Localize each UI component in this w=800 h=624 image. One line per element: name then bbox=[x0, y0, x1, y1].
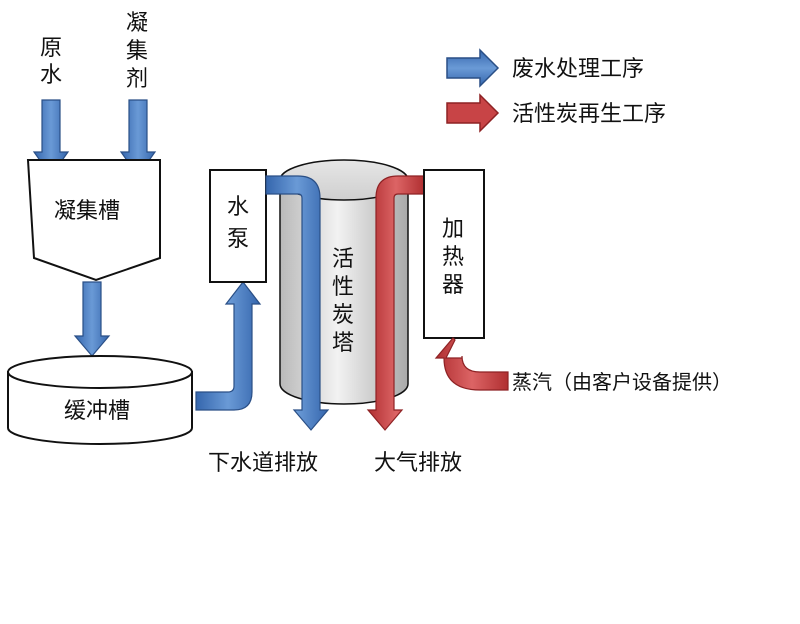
steam-pipe bbox=[434, 337, 509, 391]
steam-source-label: 蒸汽（由客户设备提供） bbox=[512, 370, 732, 394]
raw-water-label: 原 水 bbox=[40, 36, 62, 88]
svg-text:水: 水 bbox=[40, 63, 62, 88]
svg-text:凝: 凝 bbox=[126, 11, 148, 36]
legend-regeneration-label: 活性炭再生工序 bbox=[512, 102, 666, 127]
tower-label-4: 塔 bbox=[332, 331, 354, 356]
heater bbox=[423, 169, 485, 339]
legend: 废水处理工序 活性炭再生工序 bbox=[446, 48, 666, 133]
legend-blue-arrow-icon bbox=[446, 48, 500, 88]
water-pump bbox=[209, 169, 267, 283]
svg-text:集: 集 bbox=[126, 39, 148, 64]
svg-text:剂: 剂 bbox=[126, 67, 148, 92]
tower-label-2: 性 bbox=[332, 275, 354, 300]
buffer-to-pump-pipe bbox=[195, 281, 262, 411]
coagulant-label: 凝 集 剂 bbox=[126, 11, 148, 92]
atmosphere-outlet-label: 大气排放 bbox=[374, 451, 462, 476]
tower-label-3: 炭 bbox=[332, 303, 354, 328]
heater-label-3: 器 bbox=[442, 273, 464, 298]
pump-to-sewer-pipe bbox=[265, 175, 330, 431]
heater-label-2: 热 bbox=[442, 245, 464, 270]
legend-wastewater-label: 废水处理工序 bbox=[512, 57, 644, 82]
buffer-tank-label: 缓冲槽 bbox=[64, 399, 130, 424]
pump-label-2: 泵 bbox=[227, 227, 249, 252]
sewer-outlet-label: 下水道排放 bbox=[208, 451, 318, 476]
heater-to-atmosphere-pipe bbox=[366, 175, 425, 431]
svg-text:原: 原 bbox=[40, 36, 62, 61]
heater-label-1: 加 bbox=[442, 217, 464, 242]
coagulation-tank-label: 凝集槽 bbox=[54, 199, 120, 224]
tower-label-1: 活 bbox=[332, 247, 354, 272]
coag-to-buffer-arrow-icon bbox=[73, 281, 111, 357]
coagulation-tank bbox=[26, 159, 161, 282]
buffer-tank bbox=[7, 355, 193, 445]
pump-label-1: 水 bbox=[227, 195, 249, 220]
legend-red-arrow-icon bbox=[446, 93, 500, 133]
